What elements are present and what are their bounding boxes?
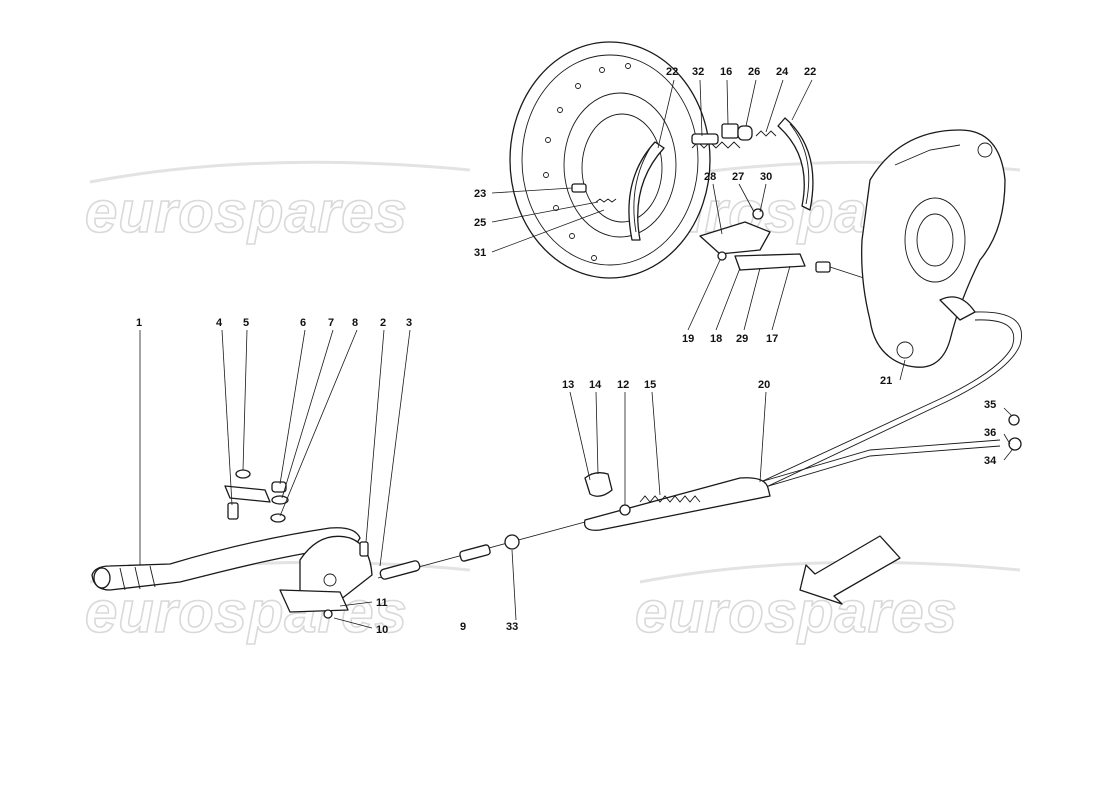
lever-plate [699, 221, 771, 255]
adjuster-screw [691, 133, 719, 145]
cable-sleeve [379, 560, 421, 580]
lever-bracket [279, 589, 349, 613]
callout-22-left: 22 [666, 66, 678, 78]
callout-34: 34 [984, 455, 997, 467]
callout-30: 30 [760, 171, 772, 183]
upper-spring [755, 130, 777, 137]
cable-clip-34 [1008, 437, 1022, 451]
watermark-text: eurospares [635, 580, 958, 645]
callout-18: 18 [710, 333, 722, 345]
watermark-bottom-right: eurospares [634, 560, 1021, 646]
lever-bushing [717, 251, 727, 261]
lever-pin [752, 208, 764, 220]
nut-6 [271, 481, 287, 493]
callout-27: 27 [732, 171, 744, 183]
callout-6: 6 [300, 317, 306, 329]
equalizer-nut [619, 504, 631, 516]
nut-5 [235, 469, 251, 479]
adjuster-nut-33 [504, 534, 520, 550]
watermark-bottom-left: eurospares [84, 560, 471, 646]
callout-36: 36 [984, 427, 996, 439]
watermark-top-left: eurospares [84, 160, 471, 246]
lever-button [93, 567, 111, 589]
callout-labels: 1 2 3 4 5 6 7 8 9 10 11 12 13 14 15 16 1… [136, 66, 997, 636]
brake-shoe-left [628, 141, 665, 241]
bolt-2 [359, 541, 369, 557]
callout-29: 29 [736, 333, 748, 345]
callout-12: 12 [617, 379, 629, 391]
callout-2: 2 [380, 317, 386, 329]
watermark-swoosh [89, 160, 471, 184]
washer-10 [323, 609, 333, 619]
callout-16: 16 [720, 66, 732, 78]
callout-28: 28 [704, 171, 716, 183]
callout-21: 21 [880, 375, 892, 387]
callout-35: 35 [984, 399, 996, 411]
washer-7 [271, 495, 289, 505]
callout-32: 32 [692, 66, 704, 78]
callout-15: 15 [644, 379, 656, 391]
nut-35 [1008, 414, 1020, 426]
callout-13: 13 [562, 379, 574, 391]
callout-31: 31 [474, 247, 486, 259]
callout-20: 20 [758, 379, 770, 391]
callout-1: 1 [136, 317, 142, 329]
callout-14: 14 [589, 379, 602, 391]
callout-7: 7 [328, 317, 334, 329]
equalizer-bracket [583, 477, 771, 531]
callout-22-right: 22 [804, 66, 816, 78]
lever-quadrant [299, 535, 373, 601]
brake-shoe-right [777, 117, 814, 211]
callout-5: 5 [243, 317, 249, 329]
callout-4: 4 [216, 317, 223, 329]
callout-23: 23 [474, 188, 486, 200]
watermark-text: eurospares [85, 180, 408, 245]
bracket-4 [224, 485, 271, 503]
washer-8 [270, 513, 286, 523]
callout-25: 25 [474, 217, 486, 229]
rubber-boot-14 [584, 472, 613, 497]
callout-11: 11 [376, 597, 388, 609]
hub-carrier [861, 129, 1006, 368]
callout-10: 10 [376, 624, 388, 636]
cable-end [815, 261, 831, 273]
pin-23 [571, 183, 587, 193]
brake-disc [509, 41, 711, 279]
watermark-swoosh [639, 560, 1021, 584]
leader-lines [139, 79, 1013, 629]
callout-8: 8 [352, 317, 358, 329]
lever-arm [734, 253, 806, 271]
callout-3: 3 [406, 317, 412, 329]
adjuster-nut [721, 123, 739, 139]
front-direction-arrow [799, 535, 901, 605]
bolt-4 [227, 502, 239, 520]
callout-26: 26 [748, 66, 760, 78]
brake-cables [751, 296, 1022, 491]
cable-adjuster [459, 544, 491, 562]
watermark-text: eurospares [85, 580, 408, 645]
callout-24: 24 [776, 66, 789, 78]
spring-25 [595, 198, 617, 203]
handbrake-lever [91, 527, 373, 619]
callout-19: 19 [682, 333, 694, 345]
callout-17: 17 [766, 333, 778, 345]
callout-9: 9 [460, 621, 466, 633]
equalizer-spring [639, 495, 701, 503]
adjuster-sleeve [737, 125, 753, 141]
callout-33: 33 [506, 621, 518, 633]
